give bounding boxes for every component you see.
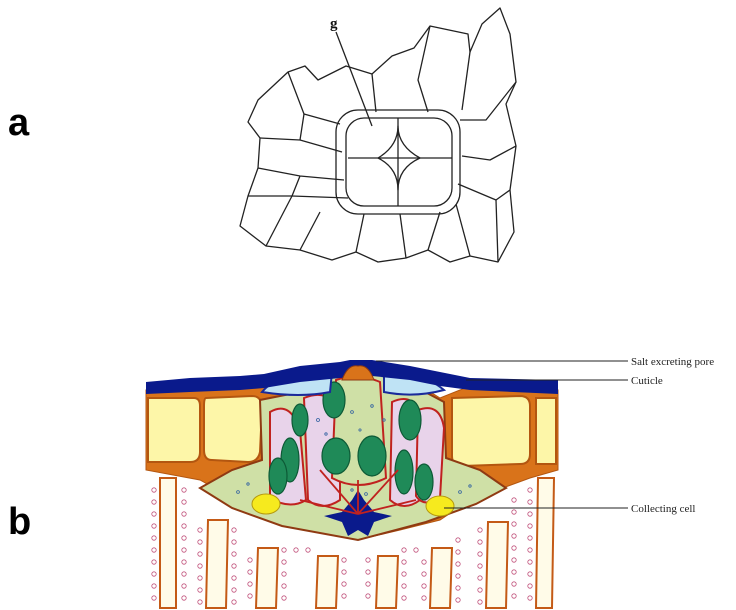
panel-a-drawing <box>240 8 516 262</box>
label-g: g <box>330 16 338 32</box>
g-leader-line <box>336 32 372 126</box>
epidermal-cell-outline <box>240 8 516 262</box>
callout-cuticle: Cuticle <box>631 375 663 387</box>
callout-collecting-cell: Collecting cell <box>631 503 695 515</box>
callout-salt-excreting-pore: Salt excreting pore <box>631 356 714 368</box>
collecting-cell-left <box>252 494 280 514</box>
collecting-cell-right <box>426 496 454 516</box>
panel-b-diagram <box>146 360 558 608</box>
